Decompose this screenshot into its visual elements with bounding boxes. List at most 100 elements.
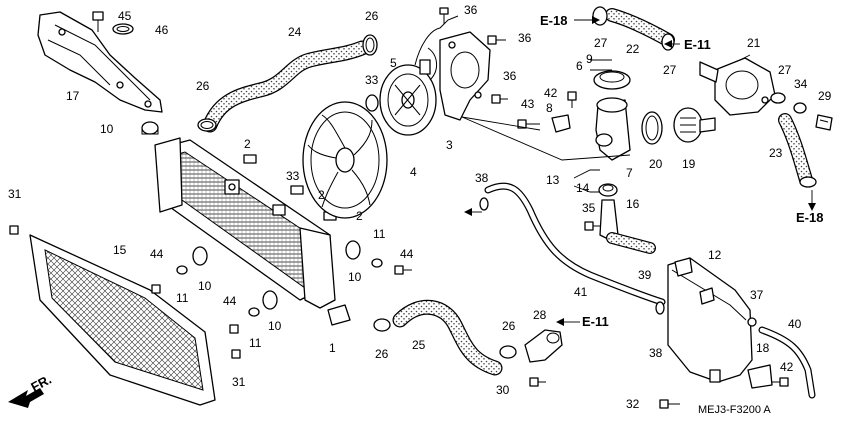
callout-41: 41 xyxy=(574,285,588,299)
callout-21: 21 xyxy=(747,36,761,50)
callout-36: 36 xyxy=(464,3,478,17)
thermostat-19 xyxy=(673,107,716,143)
clip-38-upper xyxy=(479,197,489,211)
bolt-32 xyxy=(659,399,680,409)
callout-7: 7 xyxy=(626,166,633,180)
callout-8: 8 xyxy=(546,101,553,115)
bolt-36-b xyxy=(487,35,506,45)
callout-3: 3 xyxy=(446,138,453,152)
callout-16: 16 xyxy=(626,197,640,211)
callout-42: 42 xyxy=(544,86,558,100)
collar-11-a xyxy=(176,265,188,275)
callout-4: 4 xyxy=(410,165,417,179)
callout-31: 31 xyxy=(8,187,22,201)
cushion-10-c xyxy=(345,240,361,260)
callout-19: 19 xyxy=(682,157,696,171)
clip-2-b xyxy=(290,185,304,195)
water-pipe-28 xyxy=(524,329,563,363)
collar-11-b xyxy=(248,307,260,317)
bolt-31-a xyxy=(9,225,19,235)
cap-37 xyxy=(747,317,757,327)
callout-25: 25 xyxy=(412,338,426,352)
callout-6: 6 xyxy=(576,59,583,73)
callout-2: 2 xyxy=(356,209,363,223)
clip-38-lower xyxy=(655,301,665,315)
callout-13: 13 xyxy=(546,173,560,187)
front-direction-label: FR. xyxy=(28,372,54,395)
callout-24: 24 xyxy=(288,25,302,39)
callout-27: 27 xyxy=(594,36,608,50)
callout-33: 33 xyxy=(286,169,300,183)
radiator-assembly xyxy=(154,137,351,326)
reference-e18-top: E-18 xyxy=(540,13,567,28)
callout-11: 11 xyxy=(249,336,262,350)
callout-36: 36 xyxy=(518,31,532,45)
callout-15: 15 xyxy=(113,243,127,257)
callout-37: 37 xyxy=(750,288,764,302)
callout-31: 31 xyxy=(232,375,246,389)
hose-clamp-26-upper xyxy=(362,34,378,56)
callout-9: 9 xyxy=(586,52,593,66)
rubber-cushion-10-top xyxy=(141,121,159,135)
callout-32: 32 xyxy=(626,397,640,411)
callout-14: 14 xyxy=(576,181,590,195)
reference-e18-right: E-18 xyxy=(796,210,823,225)
callout-2: 2 xyxy=(318,188,325,202)
callout-29: 29 xyxy=(818,89,832,103)
callout-27: 27 xyxy=(663,63,677,77)
collar-33-b xyxy=(365,94,379,112)
bolt-42-lower xyxy=(772,377,789,387)
callout-38: 38 xyxy=(475,171,489,185)
thermostat-housing-21 xyxy=(699,57,776,116)
callout-26: 26 xyxy=(365,9,379,23)
cushion-10-a xyxy=(192,246,208,266)
front-direction-arrow xyxy=(8,388,44,408)
callout-1: 1 xyxy=(329,341,336,355)
callout-39: 39 xyxy=(638,268,652,282)
bolt-36-a xyxy=(439,7,449,24)
callout-33: 33 xyxy=(365,73,379,87)
reference-e11-top: E-11 xyxy=(684,37,711,52)
callout-30: 30 xyxy=(496,383,510,397)
callout-35: 35 xyxy=(582,201,596,215)
diagram-code: MEJ3-F3200 A xyxy=(698,404,771,416)
callout-44: 44 xyxy=(400,247,414,261)
callout-40: 40 xyxy=(788,317,802,331)
hose-39 xyxy=(607,233,655,253)
reserve-tank-12 xyxy=(667,257,753,383)
callout-44: 44 xyxy=(223,294,237,308)
collar-11-c xyxy=(371,258,383,268)
temperature-sensor-29 xyxy=(815,114,833,131)
callout-42: 42 xyxy=(780,360,794,374)
bolt-44-b xyxy=(229,324,239,334)
water-hose-23 xyxy=(779,114,812,186)
callout-27: 27 xyxy=(778,63,792,77)
callout-36: 36 xyxy=(503,69,517,83)
callout-23: 23 xyxy=(769,146,783,160)
bolt-45 xyxy=(92,11,104,32)
radiator-cap xyxy=(593,70,631,90)
bracket-8 xyxy=(551,114,571,133)
hose-clamp-26-left xyxy=(197,118,217,132)
callout-22: 22 xyxy=(626,42,640,56)
bolt-44-a xyxy=(151,284,161,294)
callout-38: 38 xyxy=(649,346,663,360)
clip-2-a xyxy=(243,154,257,164)
fan-shroud xyxy=(439,31,491,121)
cushion-10-b xyxy=(262,290,278,310)
lower-radiator-hose-25 xyxy=(393,301,502,375)
washer-34 xyxy=(793,102,807,114)
callout-44: 44 xyxy=(150,247,164,261)
bolt-42-upper xyxy=(567,91,577,108)
callout-34: 34 xyxy=(794,77,808,91)
callout-20: 20 xyxy=(649,157,663,171)
bolt-31-b xyxy=(231,349,241,359)
callout-28: 28 xyxy=(533,308,547,322)
callout-10: 10 xyxy=(198,279,212,293)
callout-5: 5 xyxy=(390,56,397,70)
callout-10: 10 xyxy=(100,122,114,136)
callout-12: 12 xyxy=(708,248,722,262)
bolt-30 xyxy=(529,377,546,387)
fan-motor xyxy=(379,47,437,136)
